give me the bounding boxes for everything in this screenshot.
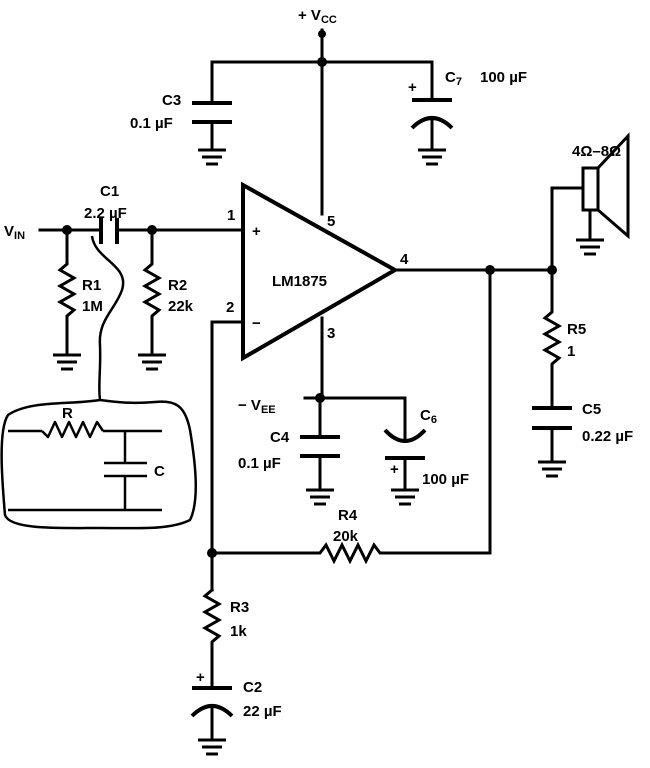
c5-name: C5 (582, 401, 601, 418)
feedback-network (190, 268, 492, 756)
r3-name: R3 (230, 599, 249, 616)
r1-value: 1M (82, 298, 103, 315)
pin-1: 1 (227, 207, 235, 224)
c6-name: C6 (420, 407, 437, 426)
c1-name: C1 (100, 183, 119, 200)
c2-value: 22 µF (243, 703, 282, 720)
c7-name: C7 (445, 69, 462, 88)
vee-network (300, 316, 427, 506)
annotation-c-label: C (154, 463, 165, 480)
r5-value: 1 (567, 343, 575, 360)
r4-name: R4 (338, 507, 358, 524)
r3-value: 1k (230, 623, 247, 640)
vin-label: VIN (4, 223, 25, 242)
c4-name: C4 (270, 429, 290, 446)
capacitor-c3 (192, 60, 232, 166)
c1-value: 2.2 µF (84, 205, 127, 222)
c6-value: 100 µF (422, 471, 469, 488)
vee-label: − VEE (238, 397, 276, 416)
annotation-r-label: R (62, 405, 73, 422)
r2-value: 22k (168, 298, 194, 315)
c6-polarity: + (390, 461, 399, 478)
ic-name: LM1875 (272, 273, 327, 290)
input-network (38, 218, 245, 371)
ic-minus-input: − (252, 315, 261, 332)
r4-value: 20k (333, 528, 359, 545)
c2-name: C2 (243, 679, 262, 696)
c5-value: 0.22 µF (582, 428, 633, 445)
speaker-icon (574, 132, 630, 256)
handdrawn-rc-annotation (0, 235, 198, 530)
c2-polarity: + (196, 669, 205, 686)
r5-name: R5 (567, 321, 586, 338)
vcc-rail (210, 28, 434, 216)
r1-name: R1 (82, 277, 101, 294)
capacitor-c7 (410, 60, 454, 166)
c3-value: 0.1 µF (130, 115, 173, 132)
speaker-impedance: 4Ω–8Ω (572, 143, 621, 160)
opamp-triangle (241, 181, 400, 362)
c7-polarity: + (408, 79, 417, 96)
output-network (393, 186, 585, 478)
r2-name: R2 (168, 277, 187, 294)
ic-plus-input: + (252, 223, 261, 240)
pin-3: 3 (327, 325, 335, 342)
pin-5: 5 (327, 213, 335, 230)
vcc-label: + VCC (298, 7, 337, 26)
pin-2: 2 (226, 299, 234, 316)
c4-value: 0.1 µF (238, 455, 281, 472)
c7-value: 100 µF (480, 69, 527, 86)
pin-4: 4 (400, 251, 409, 268)
c3-name: C3 (162, 92, 181, 109)
